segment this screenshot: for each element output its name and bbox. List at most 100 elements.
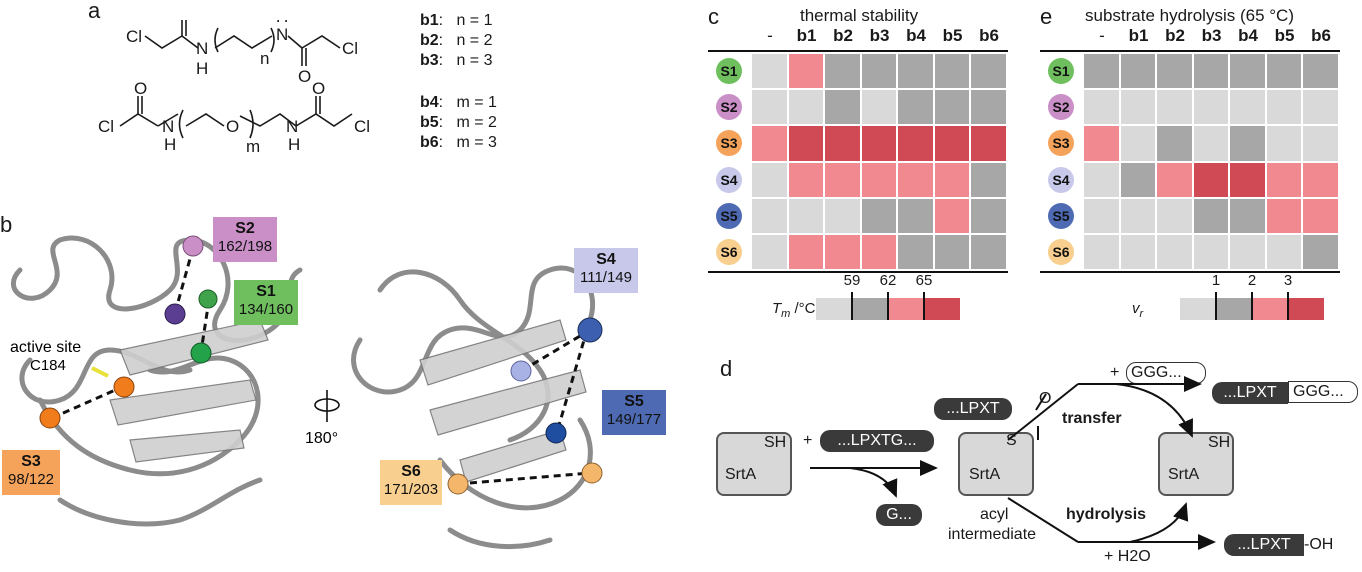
heatmap-cell <box>861 162 896 197</box>
heatmap-cell <box>1230 198 1265 233</box>
legend-row: b2: n = 2 <box>420 32 493 49</box>
heatmap-cell <box>1084 90 1119 125</box>
heatmap-cell <box>934 198 969 233</box>
heatmap-cell <box>934 54 969 89</box>
heatmap-cell <box>1266 126 1301 161</box>
heatmap-cell <box>788 235 823 270</box>
legend-row: b5: m = 2 <box>420 114 497 131</box>
site-bead <box>113 376 135 398</box>
heatmap-cell <box>1266 90 1301 125</box>
heatmap-cell <box>971 162 1006 197</box>
heatmap-cell <box>898 90 933 125</box>
atom-h-2: H <box>276 20 288 26</box>
site-bead <box>510 360 532 382</box>
scale-segment <box>1288 298 1324 320</box>
heatmap-cell <box>788 126 823 161</box>
scale-label: Tm /°C <box>772 300 816 320</box>
heatmap-column-label: - <box>767 26 773 45</box>
heatmap-column-label: b3 <box>1201 26 1222 45</box>
scale-tick <box>1251 292 1253 320</box>
heatmap-cell <box>898 162 933 197</box>
heatmap-cell <box>752 235 787 270</box>
scale-segment <box>1216 298 1252 320</box>
atom-n-2: N <box>276 25 288 44</box>
panel-letter-b: b <box>0 212 13 237</box>
heatmap-row-badge: S5 <box>1048 202 1074 229</box>
site-bead <box>581 462 603 484</box>
heatmap-cell <box>825 54 860 89</box>
heatmap-column-label: b3 <box>869 26 890 45</box>
heatmap-cell <box>788 162 823 197</box>
heatmap-cell <box>1084 198 1119 233</box>
heatmap-top-rule <box>1040 50 1340 52</box>
heatmap-cell <box>1157 90 1192 125</box>
atom-n-3: N <box>162 117 174 136</box>
heatmap-column-label: b6 <box>979 26 999 45</box>
scale-segment <box>816 298 852 320</box>
heatmap-cell <box>1084 54 1119 89</box>
scale-tick-label: 59 <box>843 272 861 289</box>
heatmap-cell <box>1157 54 1192 89</box>
active-site-label: active site <box>10 339 81 356</box>
heatmap-row-badge: S6 <box>1048 239 1074 265</box>
rotation-label: 180° <box>305 430 338 447</box>
heatmap-cell <box>752 54 787 89</box>
scale-segment <box>1180 298 1216 320</box>
atom-cl-4: Cl <box>354 117 370 136</box>
chemical-structures: Cl O N H n N H O Cl Cl O N H O m N H O C… <box>98 20 370 156</box>
panel-letter-a: a <box>88 0 101 23</box>
heatmap-cell <box>1120 235 1155 270</box>
heatmap-row-badge: S4 <box>1048 166 1074 193</box>
subscript-n: n <box>260 49 269 68</box>
heatmap-cell <box>861 198 896 233</box>
atom-cl-2: Cl <box>342 39 358 58</box>
atom-cl-3: Cl <box>98 117 114 136</box>
legend-row: b4: m = 1 <box>420 94 497 111</box>
heatmap-cell <box>788 198 823 233</box>
heatmap-cell <box>934 235 969 270</box>
site-bead <box>577 317 603 343</box>
scale-tick <box>1287 292 1289 320</box>
heatmap-cell <box>898 126 933 161</box>
heatmap-cell <box>1230 235 1265 270</box>
srta-label: SrtA <box>1168 466 1200 483</box>
heatmap-cell <box>788 90 823 125</box>
active-residue-label: C184 <box>30 357 66 374</box>
heatmap-cell <box>1303 126 1338 161</box>
scale-tick-label: 2 <box>1247 272 1257 289</box>
heatmap-row-badge: S6 <box>716 239 742 265</box>
heatmap-cell <box>898 54 933 89</box>
heatmap-cell <box>788 54 823 89</box>
heatmap-cell <box>971 235 1006 270</box>
plus-sign: + <box>1110 364 1120 381</box>
heatmap-cell <box>1120 162 1155 197</box>
scale-segment <box>888 298 924 320</box>
sulfur-label: S <box>1006 432 1017 449</box>
plus-sign: + <box>803 432 813 449</box>
heatmap-row-badge: S1 <box>1048 58 1074 84</box>
thiol-label: SH <box>764 434 787 451</box>
heatmap-cell <box>1230 126 1265 161</box>
heatmap-column-label: b4 <box>906 26 926 45</box>
acyl-label-1: acyl <box>980 506 1009 523</box>
heatmap-cell <box>752 90 787 125</box>
scale-segment <box>1252 298 1288 320</box>
atom-h-4: H <box>288 135 300 154</box>
heatmap-column-label: b2 <box>1165 26 1185 45</box>
substrate-pill: ...LPXTG... <box>820 430 934 452</box>
heatmap-title: substrate hydrolysis (65 °C) <box>1085 6 1294 25</box>
heatmap-cell <box>1266 162 1301 197</box>
heatmap-cell <box>1120 54 1155 89</box>
scale-tick <box>923 292 925 320</box>
heatmap-column-label: b2 <box>833 26 853 45</box>
atom-o-3: O <box>134 79 147 98</box>
srta-enzyme <box>958 432 1034 496</box>
hydrolysis-label: hydrolysis <box>1066 506 1147 523</box>
heatmap-cell <box>861 235 896 270</box>
heatmap-cell <box>752 198 787 233</box>
heatmap-cell <box>898 235 933 270</box>
heatmap-cell <box>971 90 1006 125</box>
panel-letter-e: e <box>1040 4 1053 29</box>
heatmap-cell <box>1120 198 1155 233</box>
